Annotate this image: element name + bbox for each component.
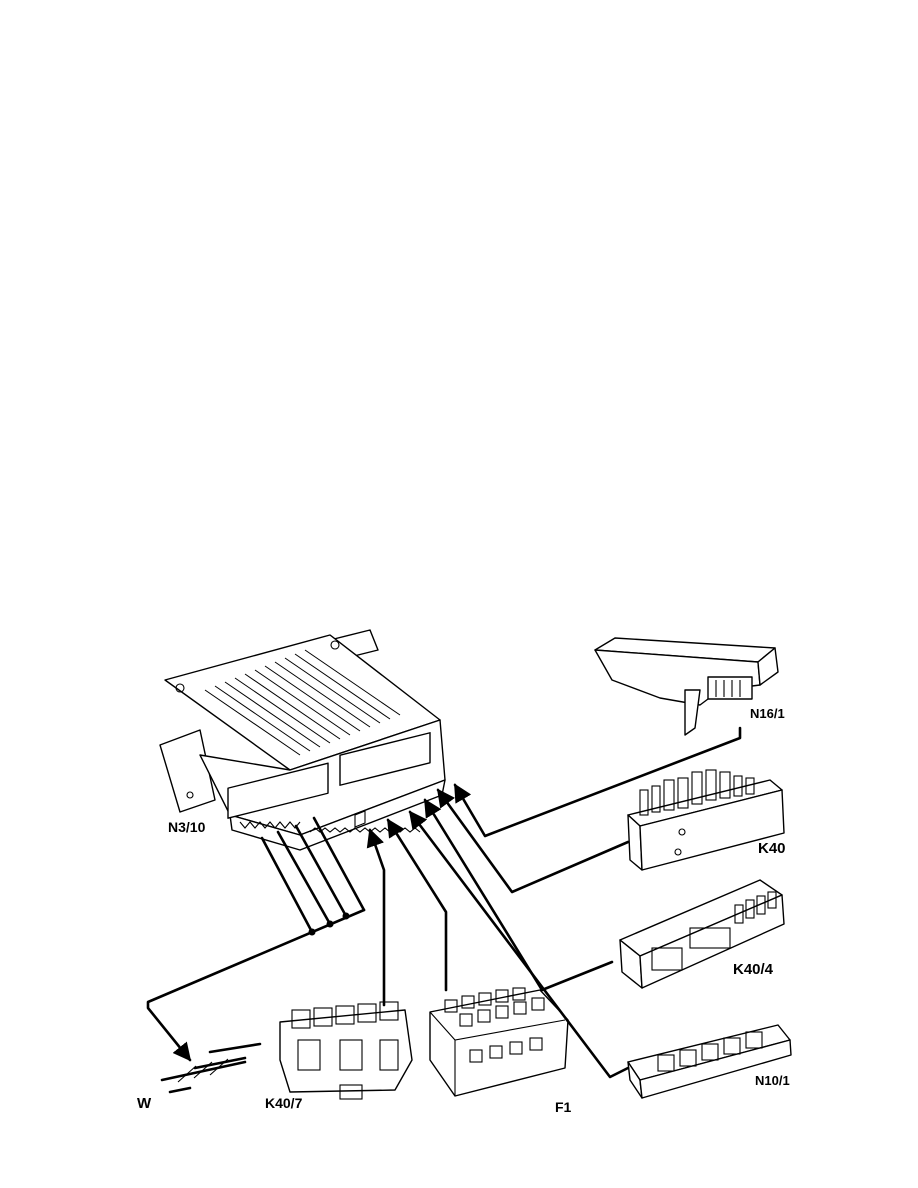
wire-n16-1 — [453, 726, 742, 838]
label-n3-10: N3/10 — [168, 819, 206, 835]
relay-module-k40-4 — [619, 879, 785, 989]
label-n16-1: N16/1 — [750, 706, 785, 721]
label-w: W — [137, 1095, 152, 1112]
module-n16-1 — [594, 637, 779, 736]
ground-wire-3 — [294, 824, 348, 918]
ground-wire-2 — [276, 830, 332, 926]
module-n10-1 — [627, 1024, 792, 1099]
ground-main-wire — [146, 908, 366, 1062]
wire-f1 — [386, 818, 448, 992]
relay-module-k40-7 — [279, 1001, 413, 1100]
wires — [146, 726, 742, 1079]
label-f1: F1 — [555, 1099, 572, 1115]
wire-k40-4 — [423, 798, 614, 992]
relay-module-k40 — [627, 769, 785, 871]
ground-symbol-w — [160, 1042, 262, 1094]
wire-k40-7 — [366, 828, 386, 1007]
label-k40-7: K40/7 — [265, 1095, 303, 1111]
wire-k40 — [436, 788, 630, 894]
wire-n10-1 — [408, 810, 630, 1079]
fuse-box-f1 — [429, 987, 569, 1097]
control-module-n3-10 — [159, 629, 446, 851]
label-k40: K40 — [758, 840, 786, 857]
label-k40-4: K40/4 — [733, 961, 774, 978]
label-n10-1: N10/1 — [755, 1073, 790, 1088]
ground-wire-4 — [312, 816, 366, 912]
ground-wire-1 — [260, 836, 314, 934]
